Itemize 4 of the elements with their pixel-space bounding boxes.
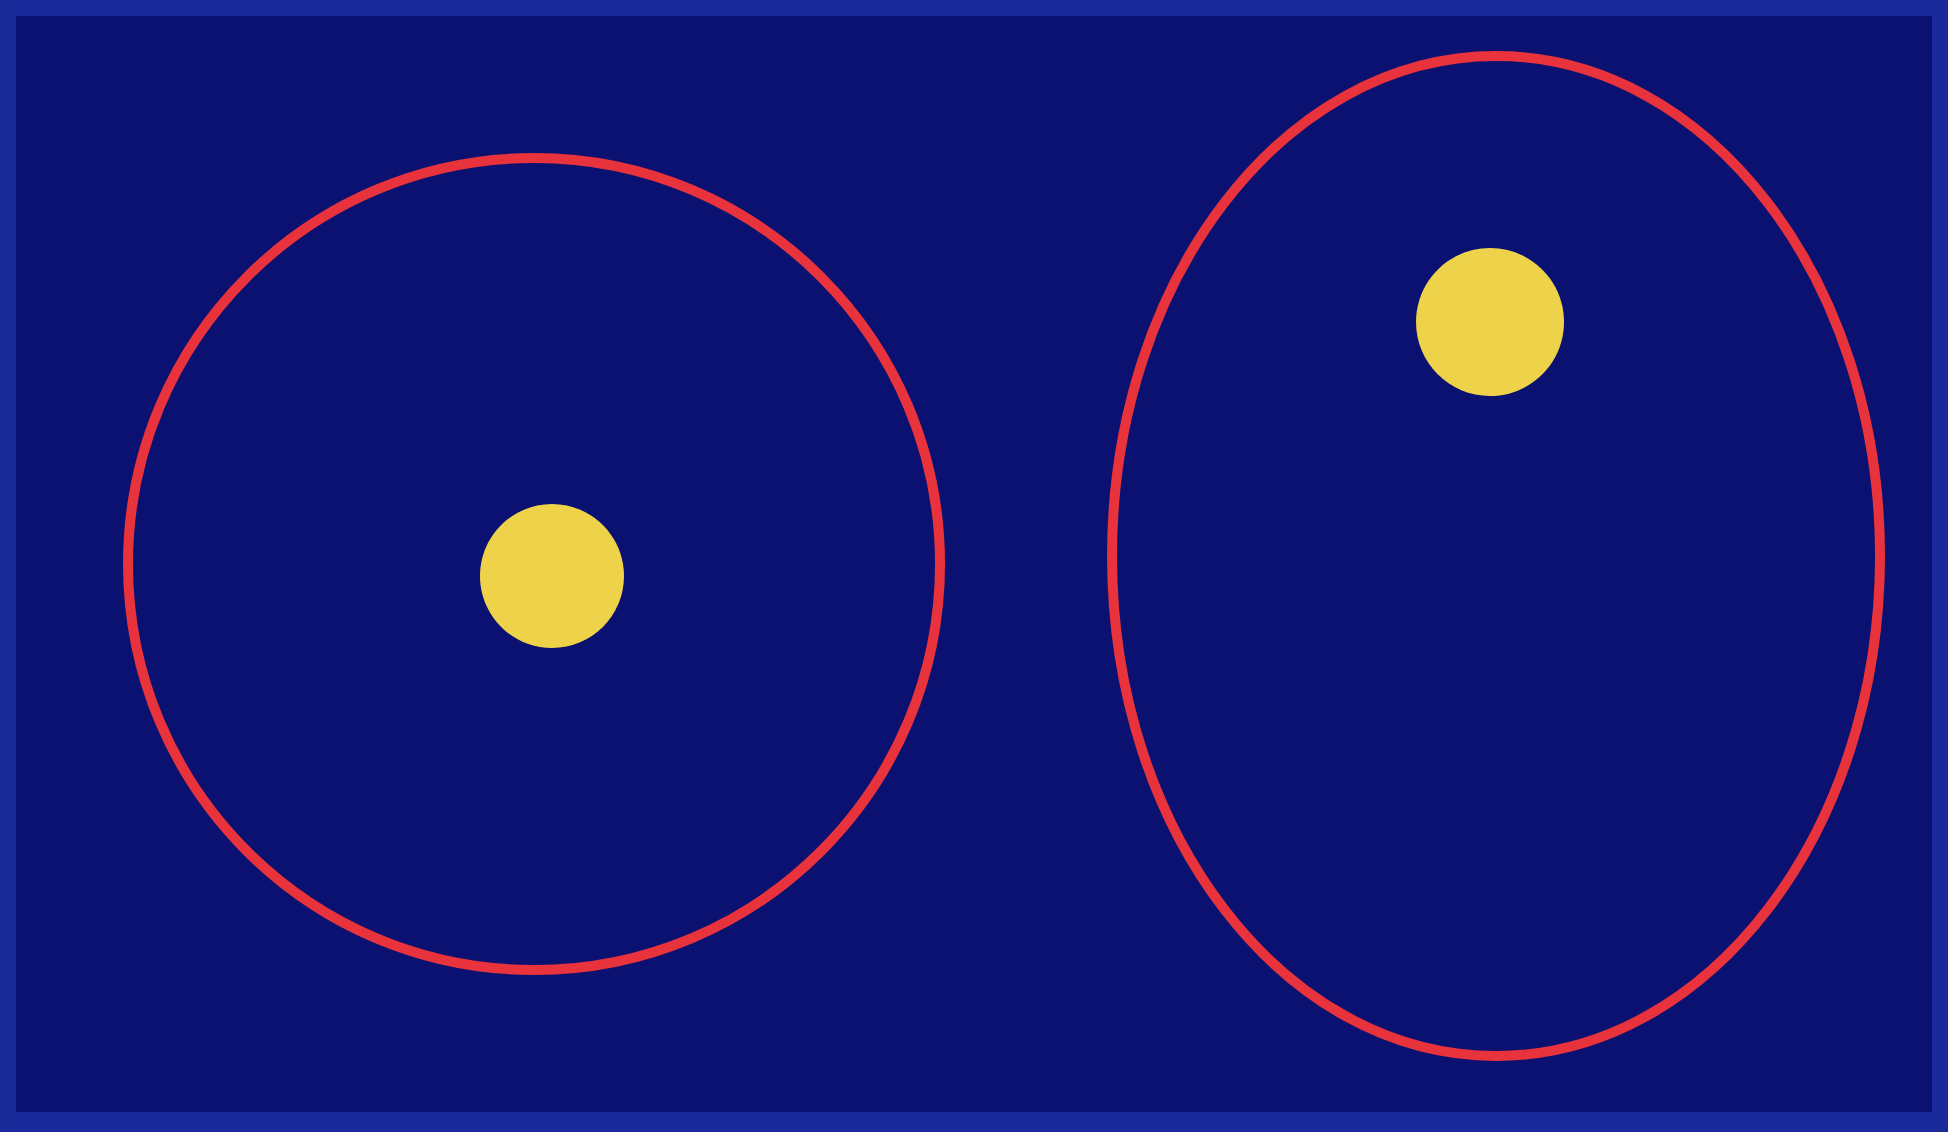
orbit-circle xyxy=(123,153,945,975)
orbit-ellipse xyxy=(1107,51,1885,1061)
dot xyxy=(480,504,624,648)
dot xyxy=(1416,248,1564,396)
